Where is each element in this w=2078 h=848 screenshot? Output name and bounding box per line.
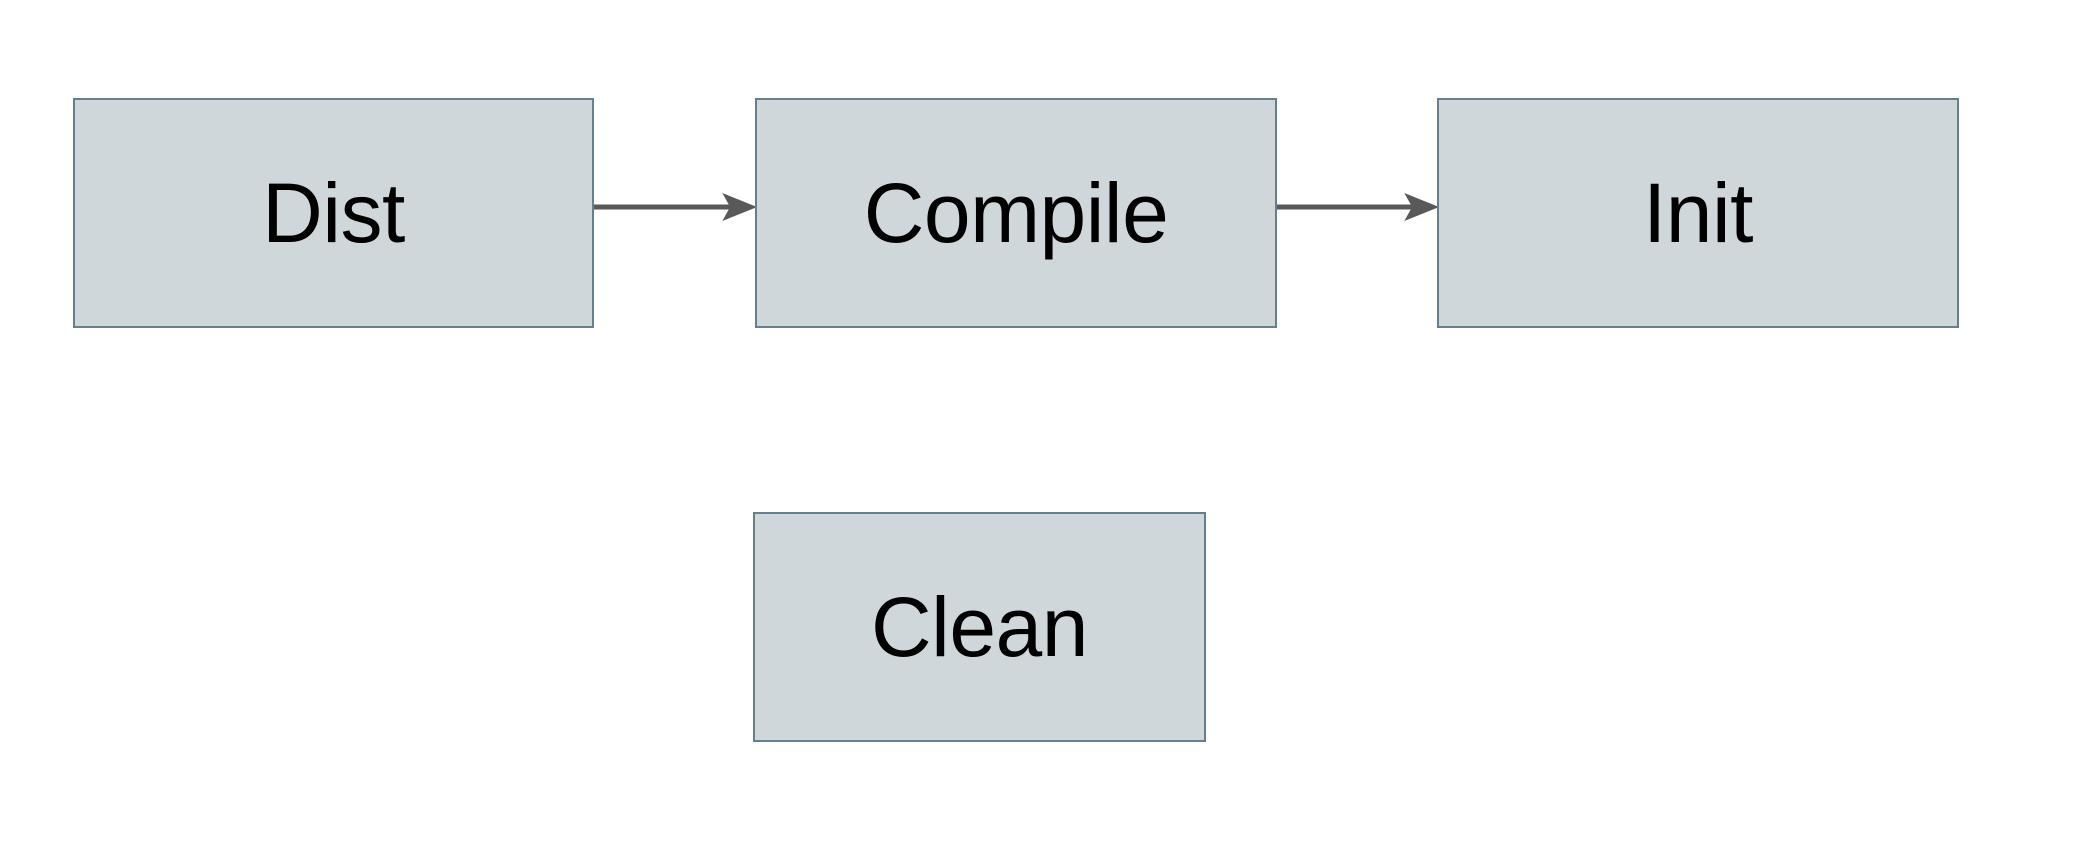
edge-compile-to-init[interactable] [1277, 193, 1440, 221]
node-label-dist: Dist [262, 166, 405, 260]
node-init[interactable]: Init [1437, 98, 1959, 328]
node-compile[interactable]: Compile [755, 98, 1277, 328]
edge-dist-to-compile[interactable] [594, 193, 758, 221]
node-label-compile: Compile [863, 166, 1169, 260]
node-label-init: Init [1642, 166, 1754, 260]
node-clean[interactable]: Clean [753, 512, 1206, 742]
node-dist[interactable]: Dist [73, 98, 594, 328]
node-label-clean: Clean [871, 580, 1088, 674]
